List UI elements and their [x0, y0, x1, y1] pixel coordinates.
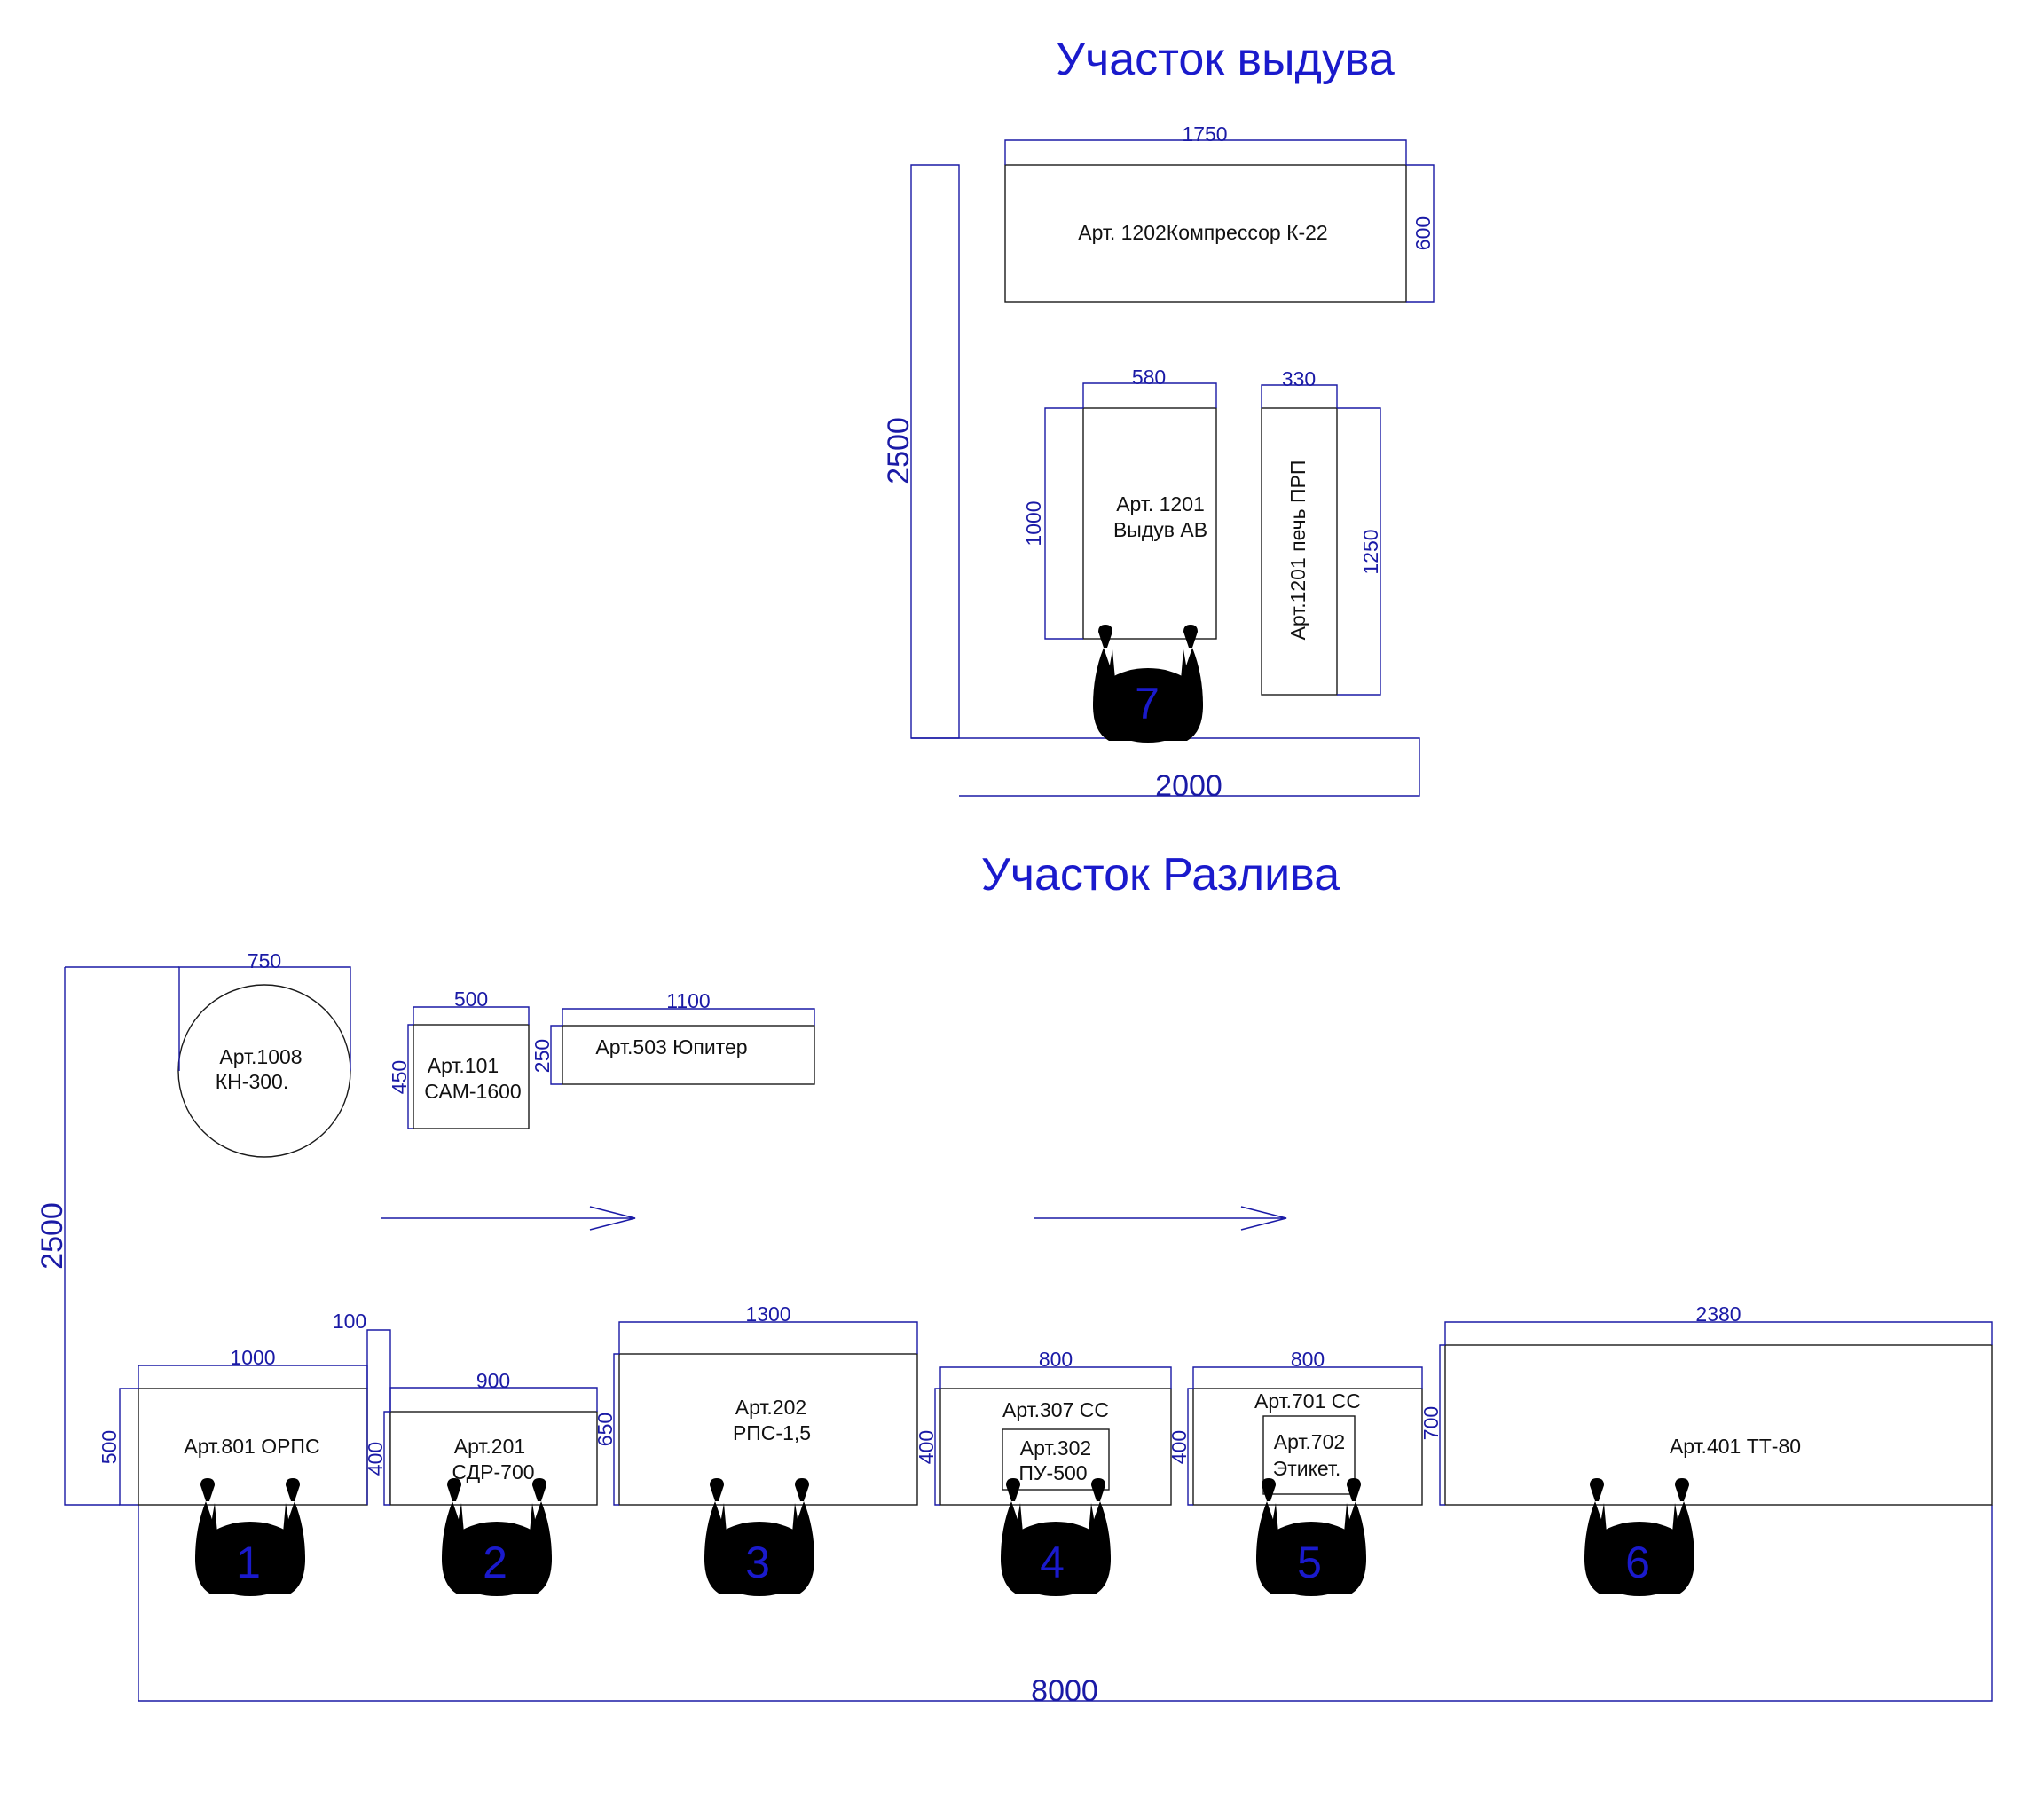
filling-height-dim-line — [64, 966, 179, 1506]
orps-label: Арт.801 ОРПС — [184, 1435, 319, 1458]
pu500-label-line1: Арт.302 — [1020, 1436, 1091, 1460]
cam-height-dim: 450 — [388, 1060, 411, 1094]
compressor-width-dim: 1750 — [1182, 122, 1227, 146]
blower-ab: 580 1000 Арт. 1201 Выдув АВ — [1022, 366, 1217, 640]
blower-label-line2: Выдув АВ — [1113, 518, 1207, 541]
cam-label-line2: САМ-1600 — [424, 1080, 521, 1103]
tt80-height-dim: 700 — [1419, 1406, 1443, 1440]
machine-cc307: 800 400 Арт.307 СС Арт.302 ПУ-500 — [915, 1348, 1172, 1506]
cc307-label: Арт.307 СС — [1002, 1398, 1109, 1421]
blower-label-line1: Арт. 1201 — [1116, 492, 1205, 515]
blowing-area: 2000 2500 1750 600 Арт. 1202Компрессор К… — [882, 122, 1435, 803]
cam-width-dim: 500 — [454, 988, 488, 1011]
labeler-label-line2: Этикет. — [1273, 1457, 1341, 1480]
operator-5-number: 5 — [1297, 1538, 1322, 1587]
orps-height-dim: 500 — [98, 1430, 121, 1464]
blowing-height-dim: 2500 — [882, 417, 916, 484]
rps-label-line2: РПС-1,5 — [733, 1421, 811, 1444]
operator-3-number: 3 — [745, 1538, 770, 1587]
cc701-width-dim: 800 — [1291, 1348, 1325, 1371]
machine-orps: 1000 500 Арт.801 ОРПС — [98, 1346, 368, 1506]
cc701-height-dim: 400 — [1167, 1430, 1191, 1464]
kn-width-dim: 750 — [248, 949, 281, 972]
blowing-area-title: Участок выдува — [1056, 34, 1395, 85]
flow-arrow-2 — [1034, 1206, 1287, 1231]
oven-width-dim: 330 — [1282, 367, 1316, 390]
operator-6-number: 6 — [1625, 1538, 1650, 1587]
blower-height-dim: 1000 — [1022, 500, 1045, 546]
operator-7-number: 7 — [1135, 679, 1160, 728]
jupiter-width-dim: 1100 — [666, 989, 710, 1012]
kn-label-line1: Арт.1008 — [219, 1045, 302, 1068]
compressor-height-dim: 600 — [1411, 216, 1435, 250]
compressor-label: Арт. 1202Компрессор К-22 — [1078, 221, 1327, 244]
filling-height-dim: 2500 — [35, 1202, 69, 1270]
cc307-height-dim: 400 — [915, 1430, 938, 1464]
compressor-k22: 1750 600 Арт. 1202Компрессор К-22 — [1004, 122, 1435, 303]
cc701-label: Арт.701 СС — [1254, 1389, 1361, 1413]
rps-width-dim: 1300 — [745, 1302, 790, 1326]
operator-4-number: 4 — [1040, 1538, 1065, 1587]
pu500-box — [1002, 1428, 1110, 1491]
kn-label-line2: КН-300. — [216, 1070, 288, 1093]
sdr-width-dim: 900 — [476, 1369, 510, 1392]
blowing-width-dim: 2000 — [1155, 769, 1222, 803]
labeler-label-line1: Арт.702 — [1274, 1430, 1345, 1453]
cam-label-line1: Арт.101 — [428, 1054, 499, 1077]
machine-rps15: 1300 650 Арт.202 РПС-1,5 — [594, 1302, 918, 1506]
jupiter-height-dim: 250 — [531, 1039, 554, 1073]
tt80-width-dim: 2380 — [1695, 1302, 1741, 1326]
pu500-label-line2: ПУ-500 — [1018, 1461, 1087, 1484]
jupiter-label: Арт.503 Юпитер — [595, 1035, 747, 1058]
orps-width-dim: 1000 — [230, 1346, 275, 1369]
gap-width-dim: 100 — [333, 1310, 366, 1333]
blower-width-dim: 580 — [1132, 366, 1166, 389]
blowing-height-dim-line — [910, 164, 960, 739]
filling-width-dim-line — [138, 1505, 1993, 1702]
filling-area-title: Участок Разлива — [981, 849, 1340, 901]
machine-cam1600: 500 450 Арт.101 САМ-1600 — [388, 988, 530, 1129]
rps-height-dim: 650 — [594, 1413, 617, 1446]
oven-height-dim: 1250 — [1359, 529, 1382, 574]
tank-kn300: 750 Арт.1008 КН-300. — [177, 949, 351, 1158]
machine-jupiter: 1100 250 Арт.503 Юпитер — [531, 989, 815, 1085]
tt80-label: Арт.401 ТТ-80 — [1670, 1435, 1801, 1458]
sdr-label-line2: СДР-700 — [452, 1460, 534, 1483]
sdr-label-line1: Арт.201 — [454, 1435, 525, 1458]
filling-area: 8000 2500 750 Арт.1008 КН-300. 500 450 А… — [35, 949, 1993, 1708]
operator-2-number: 2 — [483, 1538, 507, 1587]
machine-tt80: 2380 700 Арт.401 ТТ-80 — [1419, 1302, 1993, 1506]
machine-sdr700: 900 400 Арт.201 СДР-700 — [364, 1369, 598, 1506]
operator-1-number: 1 — [236, 1538, 261, 1587]
cc307-width-dim: 800 — [1039, 1348, 1073, 1371]
rps-label-line1: Арт.202 — [735, 1396, 806, 1419]
filling-width-dim: 8000 — [1031, 1674, 1098, 1708]
oven-prp: 330 1250 Арт.1201 печь ПРП — [1261, 367, 1382, 696]
labeler-box — [1262, 1415, 1356, 1495]
flow-arrow-1 — [381, 1206, 636, 1231]
oven-label: Арт.1201 печь ПРП — [1286, 460, 1309, 641]
machine-cc701: 800 400 Арт.701 СС Арт.702 Этикет. — [1167, 1348, 1423, 1506]
sdr-height-dim: 400 — [364, 1442, 387, 1476]
